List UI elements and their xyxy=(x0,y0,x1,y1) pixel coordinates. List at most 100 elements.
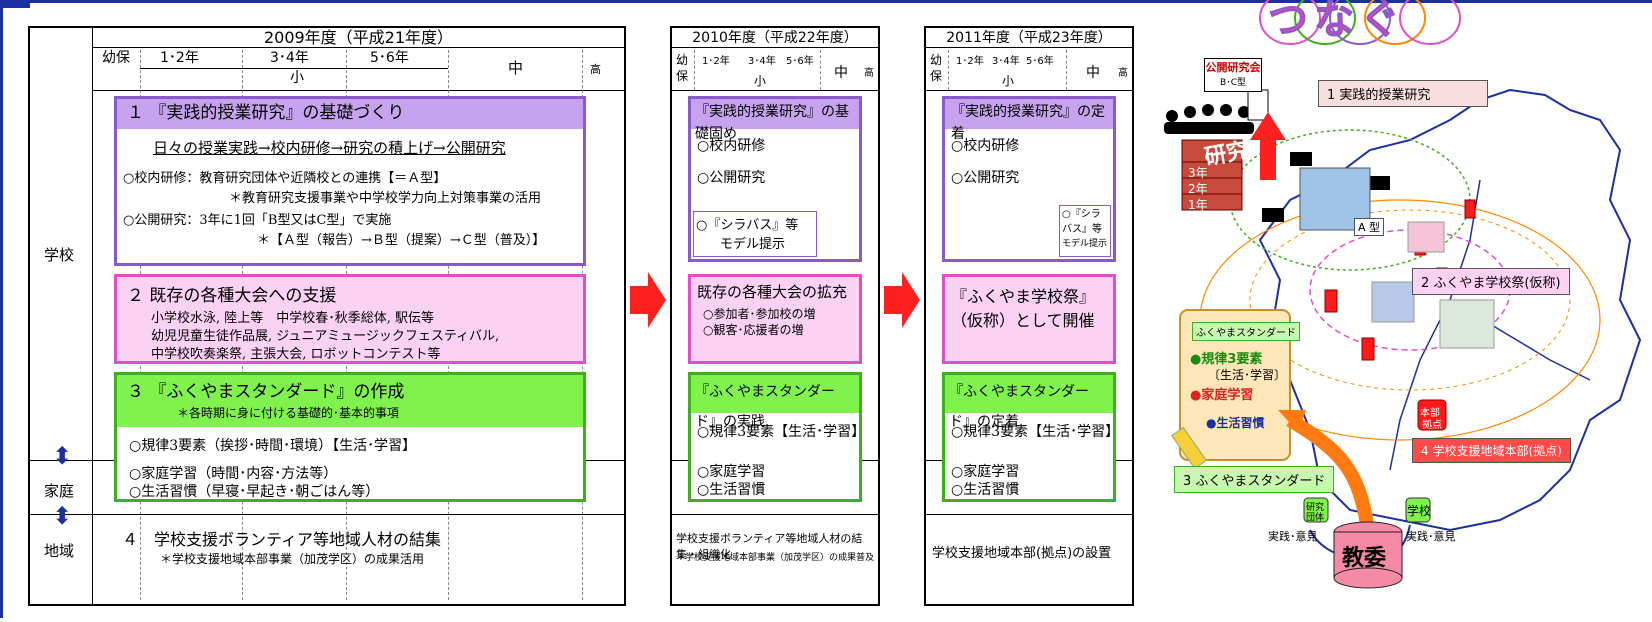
sign-line2: B･C型 xyxy=(1220,78,1246,88)
box-2010-volunteer-sub: ＊学校支援地域本部事業（加茂学区）の成果普及 xyxy=(676,553,875,563)
box-2009-research-title: １ 『実践的授業研究』の基礎づくり xyxy=(117,99,583,129)
arrow-right-2 xyxy=(884,272,920,328)
panel-2010-year: 2010年度（平成22年度） xyxy=(672,28,878,48)
box-2010-standard-line1: ○規律3要素【生活･学習】 xyxy=(697,424,866,440)
box-2010-research-line1: ○校内研修 xyxy=(697,138,766,154)
grade-56: 5･6年 xyxy=(1026,56,1054,67)
research-books-icon xyxy=(1181,139,1243,211)
box-2009-volunteer-title: ４ 学校支援ボランティア等地域人材の結集 xyxy=(122,530,442,549)
row-divider-home-region xyxy=(30,514,624,515)
map-label-research: 1 実践的授業研究 xyxy=(1318,80,1488,107)
box-2010-syllabus-line1: ○『シラバス』等 xyxy=(696,218,799,233)
box-2011-standard-line3: ○生活習慣 xyxy=(951,482,1020,498)
row-divider-home-region xyxy=(672,514,878,515)
box-2009-events-line2: 幼児児童生徒作品展, ジュニアミュージックフェスティバル, xyxy=(151,329,500,344)
box-2011-syllabus-line3: モデル提示 xyxy=(1062,239,1108,249)
row-label-divider xyxy=(92,28,93,604)
grade-34: 3･4年 xyxy=(748,56,776,67)
grade-56: 5･6年 xyxy=(786,56,814,67)
grade-chu: 中 xyxy=(1086,65,1100,81)
col-div xyxy=(948,50,949,90)
grade-sho: 小 xyxy=(1002,74,1015,88)
kenkyu-line1: 研究 xyxy=(1306,503,1325,513)
box-2011-research-title: 『実践的授業研究』の定着 xyxy=(945,99,1113,142)
panel-2010: 2010年度（平成22年度） 幼保 1･2年 3･4年 5･6年 小 中 高 『… xyxy=(670,26,880,606)
podium-icon xyxy=(1247,89,1269,121)
box-2009-standard-sub: ＊各時期に身に付ける基礎的･基本的事項 xyxy=(177,406,400,420)
orange-arrow xyxy=(1286,413,1375,533)
kenkyu-badge xyxy=(1303,497,1329,523)
col-div xyxy=(820,50,821,90)
grade-yoho: 幼保 xyxy=(930,53,943,83)
grade-12: 1･2年 xyxy=(160,50,199,66)
box-2010-research-title: 『実践的授業研究』の基礎固め xyxy=(691,99,859,142)
open-research-sign: 公開研究会 B･C型 xyxy=(1204,58,1262,92)
grade-chu: 中 xyxy=(508,59,524,77)
frame-left-line xyxy=(0,0,3,618)
box-2009-standard-line1: ○規律3要素（挨拶･時間･環境）【生活･学習】 xyxy=(129,438,417,454)
audience-icon xyxy=(1164,104,1254,134)
grade-yoho: 幼保 xyxy=(102,50,130,66)
box-2009-standard: ３ 『ふくやまスタンダード』の作成 ＊各時期に身に付ける基礎的･基本的事項 ○規… xyxy=(114,372,586,502)
box-2010-syllabus-line2: モデル提示 xyxy=(720,237,786,252)
box-2011-syllabus: ○『シラ バス』等 モデル提示 xyxy=(1059,205,1111,257)
honbu-line2: 拠点 xyxy=(1422,420,1442,431)
panel-2009: 2009年度（平成21年度） 幼保 1･2年 3･4年 5･6年 小 中 高 学… xyxy=(28,26,626,606)
honbu-line1: 本部 xyxy=(1420,408,1440,419)
row-label-region: 地域 xyxy=(44,542,75,560)
frame-top-line xyxy=(0,0,1652,3)
grade-header-bottom xyxy=(672,90,878,91)
box-2009-standard-titlebar: ３ 『ふくやまスタンダード』の作成 ＊各時期に身に付ける基礎的･基本的事項 xyxy=(117,375,583,427)
grade-header-bottom xyxy=(926,90,1132,91)
panel-2011: 2011年度（平成23年度） 幼保 1･2年 3･4年 5･6年 小 中 高 『… xyxy=(924,26,1134,606)
box-2009-research-flow: 日々の授業実践→校内研修→研究の積上げ→公開研究 xyxy=(153,139,506,157)
grade-34: 3･4年 xyxy=(270,50,309,66)
gakko-label: 学校 xyxy=(1407,504,1432,518)
box-2011-research: 『実践的授業研究』の定着 ○校内研修 ○公開研究 ○『シラ バス』等 モデル提示 xyxy=(942,96,1116,262)
row-label-home: 家庭 xyxy=(44,482,75,500)
box-2011-festival-title2: （仮称）として開催 xyxy=(951,311,1095,330)
scroll-line3: ●家庭学習 xyxy=(1190,388,1254,403)
box-2009-research-line2: ＊教育研究支援事業や中学校学力向上対策事業の活用 xyxy=(229,191,542,206)
box-2010-standard-title: 『ふくやまスタンダード』の実践 xyxy=(691,375,859,430)
box-2009-events-line3: 中学校吹奏楽祭, 主張大会, ロボットコンテスト等 xyxy=(151,347,441,362)
box-2009-volunteer-sub: ＊学校支援地域本部事業（加茂学区）の成果活用 xyxy=(160,552,425,566)
event-photo xyxy=(1439,299,1495,349)
grade-ko: 高 xyxy=(590,63,601,76)
box-2010-events: 既存の各種大会の拡充 ○参加者･参加校の増 ○観客･応援者の増 xyxy=(688,274,862,364)
box-2011-standard-line2: ○家庭学習 xyxy=(951,464,1020,480)
standard-scroll xyxy=(1179,309,1291,461)
box-2009-standard-line2: ○家庭学習（時間･内容･方法等） xyxy=(129,466,338,482)
box-2009-research: １ 『実践的授業研究』の基礎づくり 日々の授業実践→校内研修→研究の積上げ→公開… xyxy=(114,96,586,266)
grade-yoho: 幼保 xyxy=(676,53,689,83)
grade-header-bottom xyxy=(92,90,624,91)
grade-ko: 高 xyxy=(864,68,874,79)
atype-label: A 型 xyxy=(1354,218,1385,236)
orange-arrow-head xyxy=(1278,410,1306,432)
grade-chu: 中 xyxy=(834,65,848,81)
box-2010-standard: 『ふくやまスタンダード』の実践 ○規律3要素【生活･学習】 ○家庭学習 ○生活習… xyxy=(688,372,866,502)
row-label-school: 学校 xyxy=(44,246,75,264)
box-2011-festival-title1: 『ふくやま学校祭』 xyxy=(951,287,1096,306)
panel-2011-year: 2011年度（平成23年度） xyxy=(926,28,1132,48)
kyoi-cylinder-bottom xyxy=(1333,567,1403,589)
col-div xyxy=(694,50,695,90)
year2-label: 2年 xyxy=(1188,182,1208,196)
kenkyu-line2: 団体 xyxy=(1306,513,1325,523)
map-illustration: つなぐ 公開研究会 B･C型 研究 3年 2年 1年 A 型 1 実践的授業研究… xyxy=(1150,0,1650,618)
grade-12: 1･2年 xyxy=(702,56,730,67)
grade-sho: 小 xyxy=(290,70,304,86)
map-svg xyxy=(1164,0,1642,589)
box-2010-events-line1: ○参加者･参加校の増 xyxy=(703,307,816,321)
banner-title: つなぐ xyxy=(1268,0,1406,43)
box-2011-festival: 『ふくやま学校祭』 （仮称）として開催 xyxy=(942,274,1116,364)
map-label-festival: 2 ふくやま学校祭(仮称) xyxy=(1412,268,1570,295)
banner-rings xyxy=(1259,0,1461,45)
box-2009-standard-line3: ○生活習慣（早寝･早起き･朝ごはん等） xyxy=(129,484,380,500)
grade-ko: 高 xyxy=(1118,68,1128,79)
area-circle xyxy=(1249,209,1571,391)
double-arrow-icon: ⬍ xyxy=(52,442,73,470)
scroll-line1: ●規律3要素 xyxy=(1190,352,1263,367)
pencil-icon xyxy=(1171,426,1207,470)
box-2011-syllabus-line1: ○『シラ xyxy=(1062,209,1101,220)
